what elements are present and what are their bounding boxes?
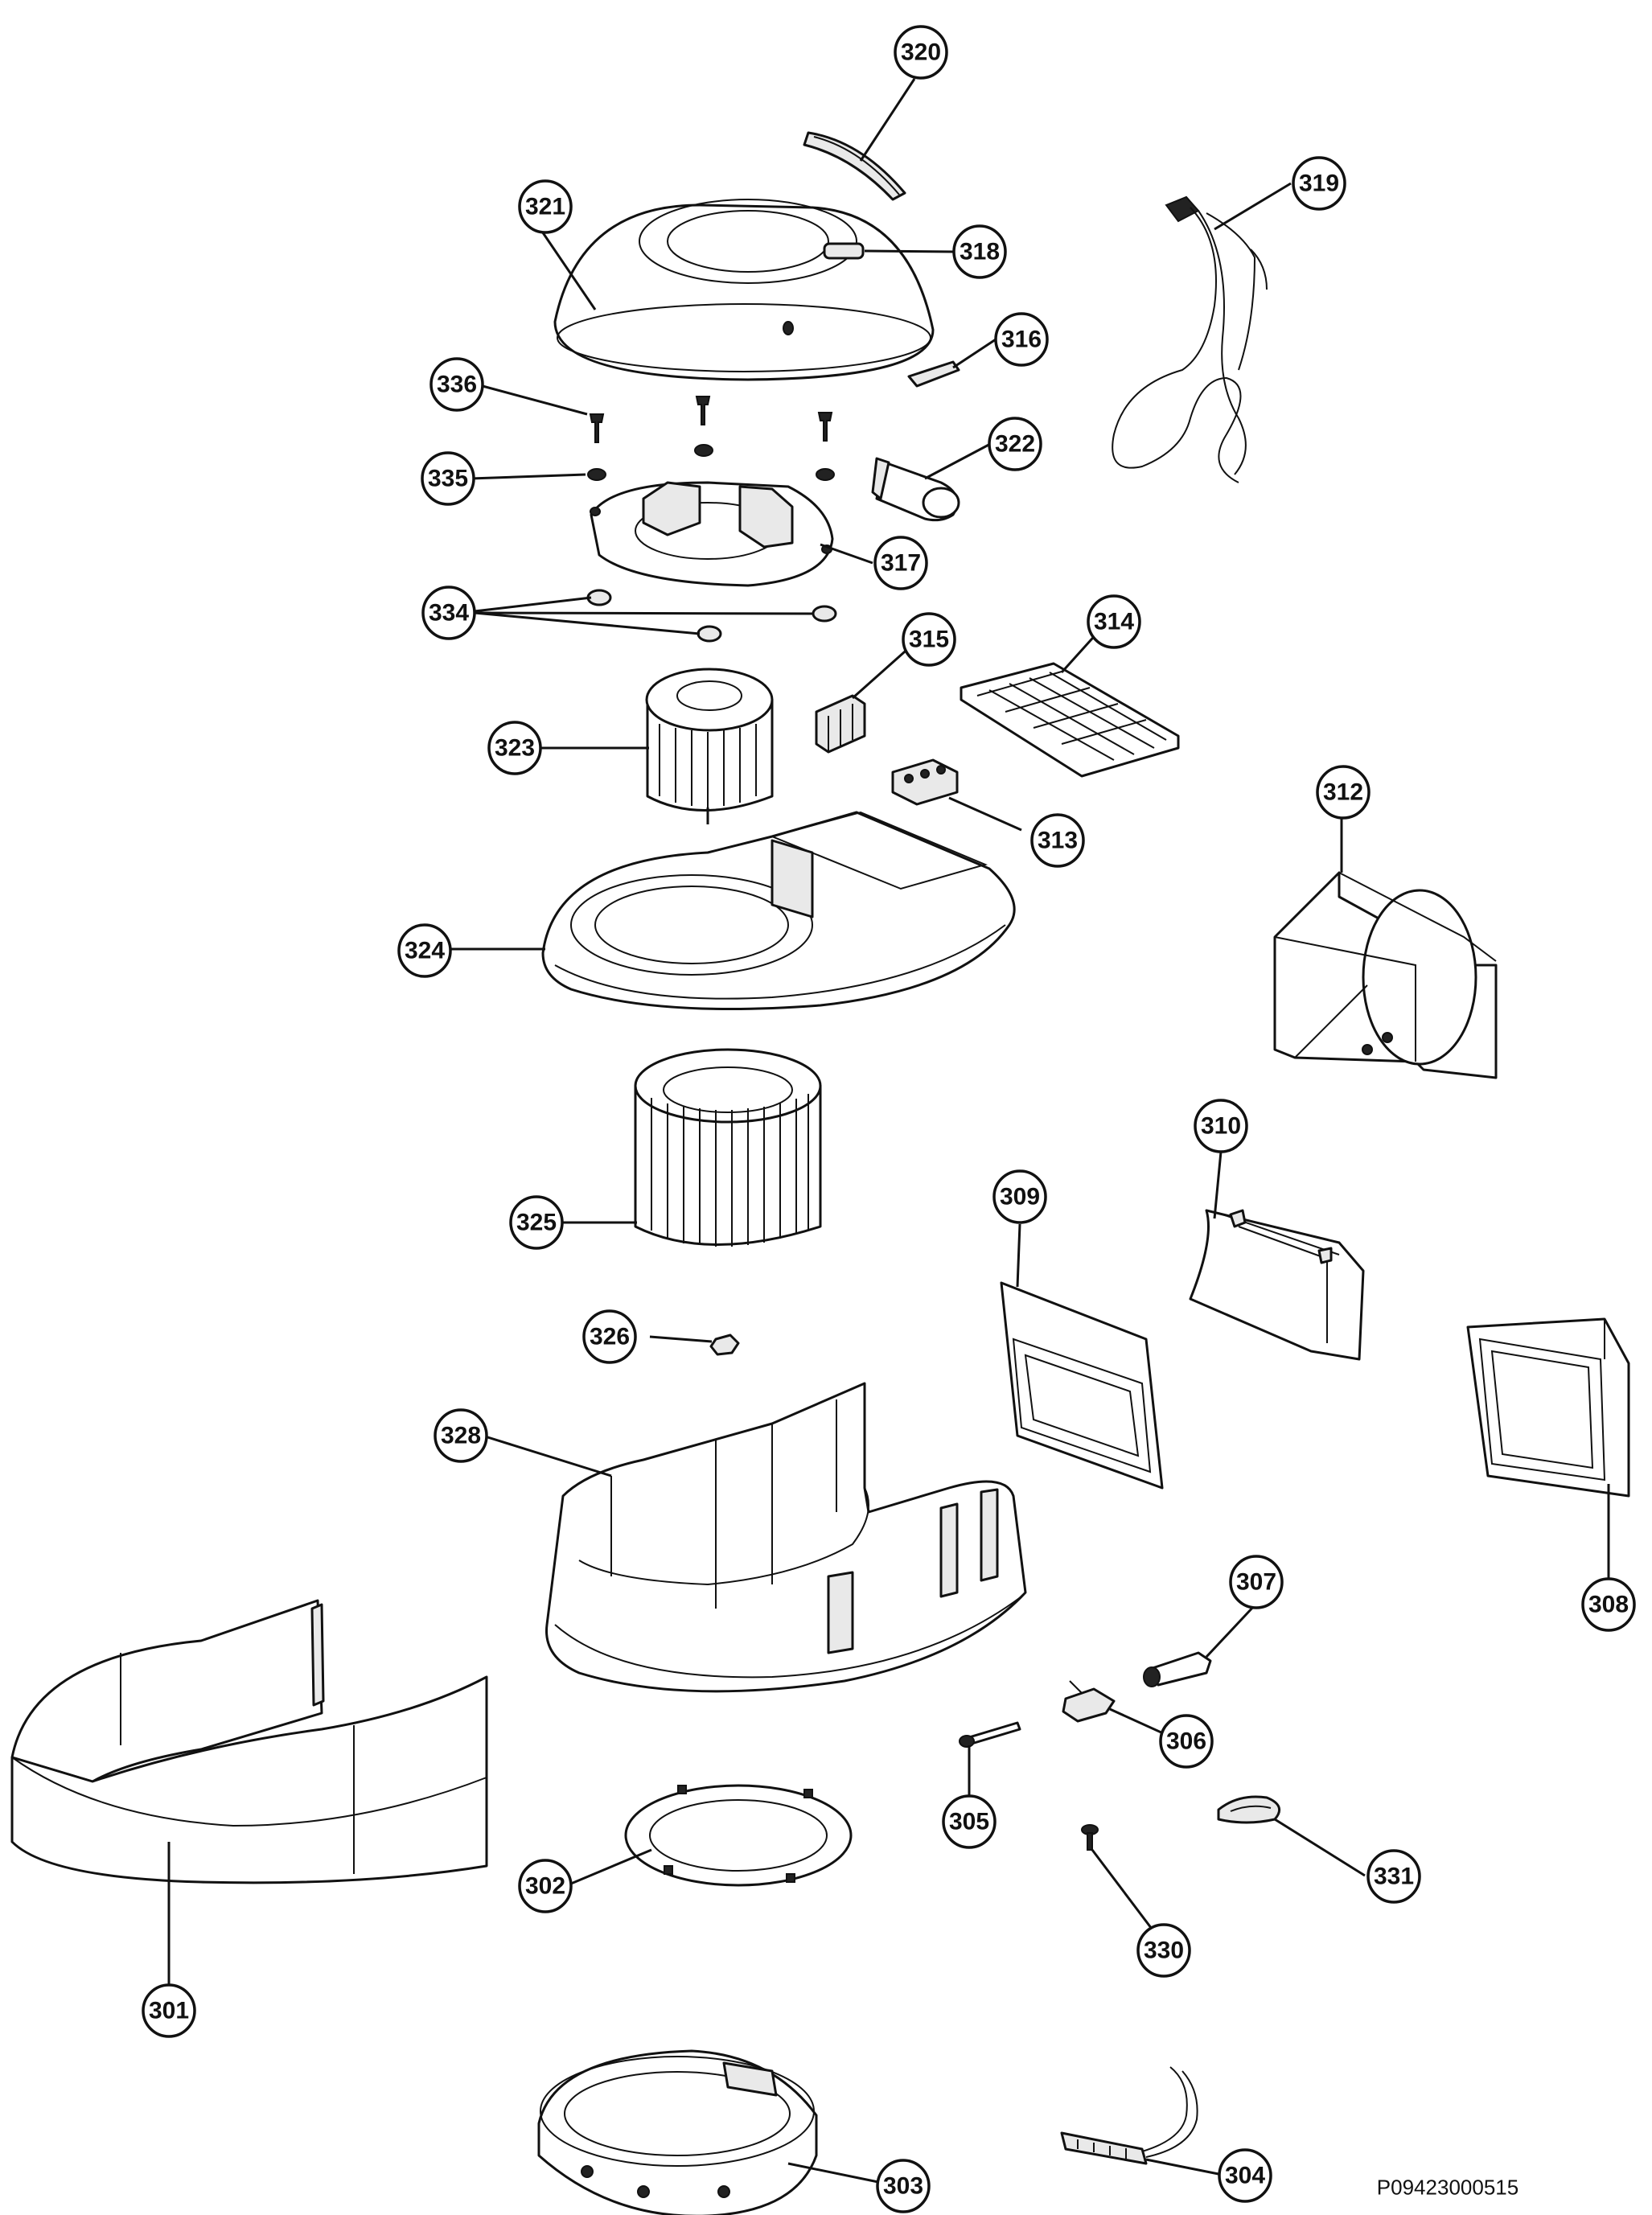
svg-text:335: 335 [428, 466, 468, 492]
drawing-code-label: P09423000515 [1376, 2175, 1519, 2200]
svg-text:319: 319 [1299, 171, 1339, 197]
part-328-lower-housing [545, 1382, 1027, 1693]
part-317-motor-bracket [590, 481, 834, 587]
svg-text:322: 322 [995, 431, 1035, 458]
svg-text:313: 313 [1038, 828, 1078, 854]
part-307-plug [1143, 1651, 1212, 1687]
callout-318: 318 [952, 224, 1007, 279]
svg-text:310: 310 [1201, 1113, 1241, 1140]
part-313-terminal-block [891, 758, 959, 806]
callout-324: 324 [397, 923, 452, 978]
callout-306: 306 [1159, 1714, 1214, 1769]
callout-326: 326 [582, 1309, 637, 1364]
svg-text:312: 312 [1323, 779, 1363, 806]
svg-text:331: 331 [1374, 1864, 1414, 1890]
svg-text:318: 318 [960, 239, 1000, 265]
svg-text:303: 303 [883, 2173, 923, 2200]
part-322-capacitor [871, 457, 960, 522]
callout-317: 317 [873, 536, 928, 590]
svg-text:302: 302 [525, 1873, 565, 1900]
part-320-cover-clip [803, 131, 906, 201]
callout-310: 310 [1194, 1099, 1248, 1153]
svg-text:309: 309 [1000, 1184, 1040, 1210]
callout-316: 316 [994, 312, 1049, 367]
leader-lines [167, 78, 1610, 2184]
part-325-impeller [634, 1048, 822, 1247]
callout-334: 334 [421, 586, 476, 640]
callout-315: 315 [902, 612, 956, 667]
part-310-damper-frame [1189, 1209, 1365, 1361]
callout-307: 307 [1229, 1555, 1284, 1609]
part-312-exhaust-adapter [1273, 871, 1498, 1079]
callout-335: 335 [421, 451, 475, 506]
part-330-screw [1081, 1824, 1099, 1851]
svg-text:308: 308 [1588, 1592, 1629, 1618]
part-316-clip [907, 360, 960, 388]
part-323-motor [645, 668, 774, 824]
svg-text:315: 315 [909, 627, 949, 653]
part-321-dome-cover [553, 199, 935, 381]
callout-303: 303 [876, 2159, 931, 2213]
part-336-screws [589, 396, 833, 443]
callout-309: 309 [992, 1169, 1047, 1224]
svg-text:324: 324 [405, 938, 445, 964]
callout-308: 308 [1581, 1577, 1636, 1632]
part-302-ring [624, 1784, 853, 1887]
part-304-wiring-connector [1060, 2066, 1198, 2165]
svg-text:328: 328 [441, 1423, 481, 1449]
svg-text:320: 320 [901, 39, 941, 66]
svg-text:325: 325 [516, 1210, 557, 1236]
svg-text:304: 304 [1225, 2163, 1265, 2189]
part-324-housing-top [541, 811, 1016, 1010]
svg-text:336: 336 [437, 372, 477, 398]
part-319-power-cord [1112, 195, 1268, 483]
svg-text:323: 323 [495, 735, 535, 762]
svg-text:326: 326 [590, 1324, 630, 1350]
callout-330: 330 [1136, 1923, 1191, 1978]
callout-328: 328 [434, 1408, 488, 1463]
callout-314: 314 [1087, 594, 1141, 649]
part-301-outer-skirt [10, 1599, 488, 1884]
svg-text:305: 305 [949, 1809, 989, 1835]
callout-305: 305 [942, 1794, 997, 1849]
svg-text:317: 317 [881, 550, 921, 577]
part-306-switch [1062, 1680, 1116, 1723]
svg-text:306: 306 [1166, 1728, 1206, 1755]
callout-302: 302 [518, 1859, 573, 1913]
callout-321: 321 [518, 179, 573, 234]
callout-312: 312 [1316, 765, 1371, 820]
callout-325: 325 [509, 1195, 564, 1250]
svg-text:301: 301 [149, 1998, 189, 2024]
callout-322: 322 [988, 417, 1042, 471]
svg-text:314: 314 [1094, 609, 1134, 635]
callout-319: 319 [1292, 156, 1346, 211]
svg-text:307: 307 [1236, 1569, 1276, 1596]
part-303-mounting-ring [537, 2049, 818, 2215]
part-326-nut [709, 1334, 740, 1356]
part-309-damper-plate [1000, 1281, 1164, 1490]
part-331-knob [1217, 1795, 1281, 1824]
callout-304: 304 [1218, 2148, 1272, 2203]
callout-301: 301 [142, 1983, 196, 2038]
part-334-rubber-feet [586, 589, 837, 643]
callout-320: 320 [894, 25, 948, 80]
part-314-filter [960, 662, 1180, 778]
part-335-washers [587, 444, 835, 481]
part-308-outlet [1466, 1317, 1630, 1498]
callout-313: 313 [1030, 813, 1085, 868]
callout-331: 331 [1366, 1849, 1421, 1904]
part-315-connector [815, 694, 866, 754]
callout-336: 336 [429, 357, 484, 412]
svg-text:321: 321 [525, 194, 565, 220]
part-318-small-clip [823, 242, 865, 260]
svg-text:334: 334 [429, 600, 469, 627]
svg-text:316: 316 [1001, 327, 1042, 353]
callout-323: 323 [487, 721, 542, 775]
part-305-pin [959, 1721, 1021, 1748]
svg-text:330: 330 [1144, 1938, 1184, 1964]
